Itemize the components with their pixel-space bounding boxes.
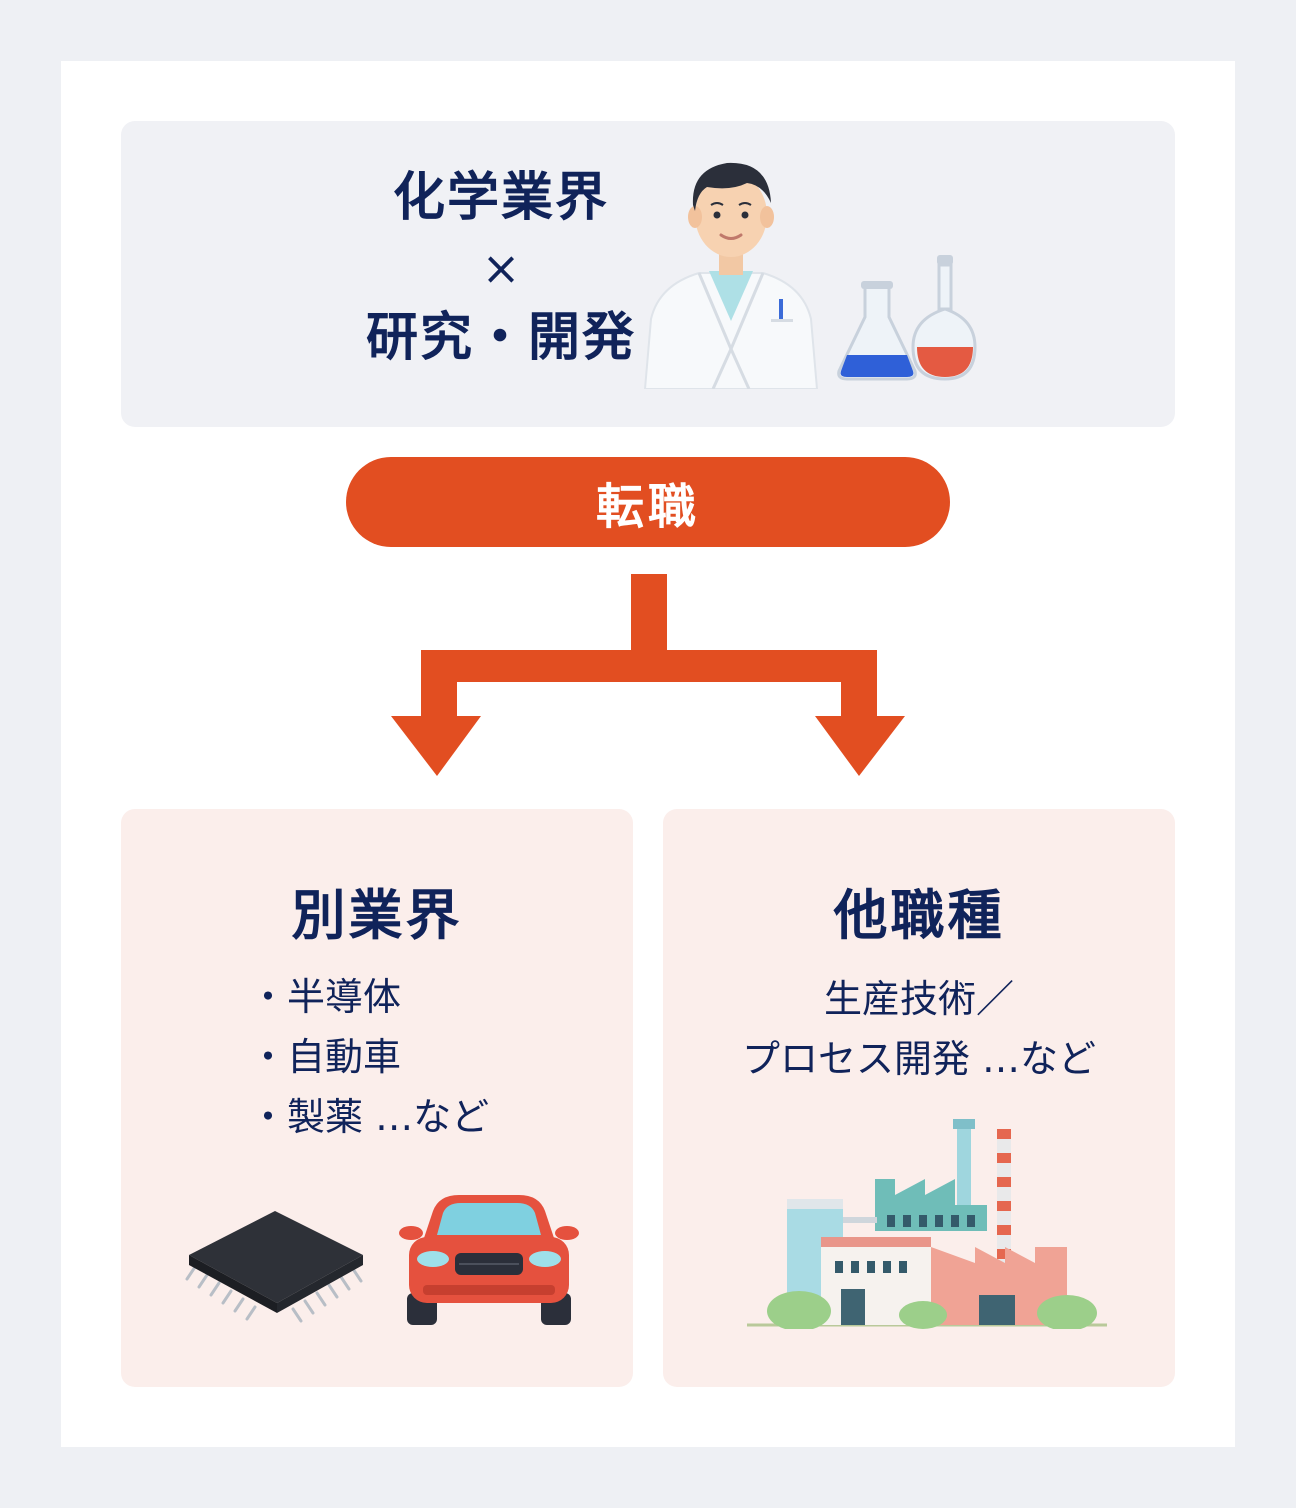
description-line: 生産技術／ — [823, 977, 1014, 1021]
list-item: 製薬 …など — [249, 1087, 489, 1147]
flask-icon — [837, 255, 977, 381]
diagram-card: 化学業界 × 研究・開発 — [61, 61, 1235, 1447]
description-line: プロセス開発 …など — [741, 1037, 1097, 1081]
other-job-type-title: 他職種 — [833, 884, 1005, 947]
industry-list: 半導体 自動車 製薬 …など — [249, 967, 489, 1147]
current-role-box: 化学業界 × 研究・開発 — [121, 121, 1175, 427]
chip-icon — [185, 1211, 363, 1323]
list-item: 自動車 — [249, 1027, 489, 1087]
list-item: 半導体 — [249, 967, 489, 1027]
job-change-pill: 転職 — [346, 457, 950, 547]
current-role-title: 化学業界 × 研究・開発 — [301, 163, 701, 373]
job-type-description: 生産技術／ プロセス開発 …など — [663, 969, 1175, 1089]
branch-arrow-icon — [391, 574, 905, 776]
other-industry-title: 別業界 — [291, 884, 463, 947]
factory-icon — [747, 1119, 1107, 1329]
scientist-icon — [643, 162, 819, 389]
car-icon — [399, 1195, 579, 1325]
times-symbol: × — [481, 241, 521, 295]
other-job-type-box: 他職種 生産技術／ プロセス開発 …など — [663, 809, 1175, 1387]
job-label: 研究・開発 — [365, 308, 636, 368]
other-industry-box: 別業界 半導体 自動車 製薬 …など — [121, 809, 633, 1387]
industry-label: 化学業界 — [392, 168, 609, 228]
